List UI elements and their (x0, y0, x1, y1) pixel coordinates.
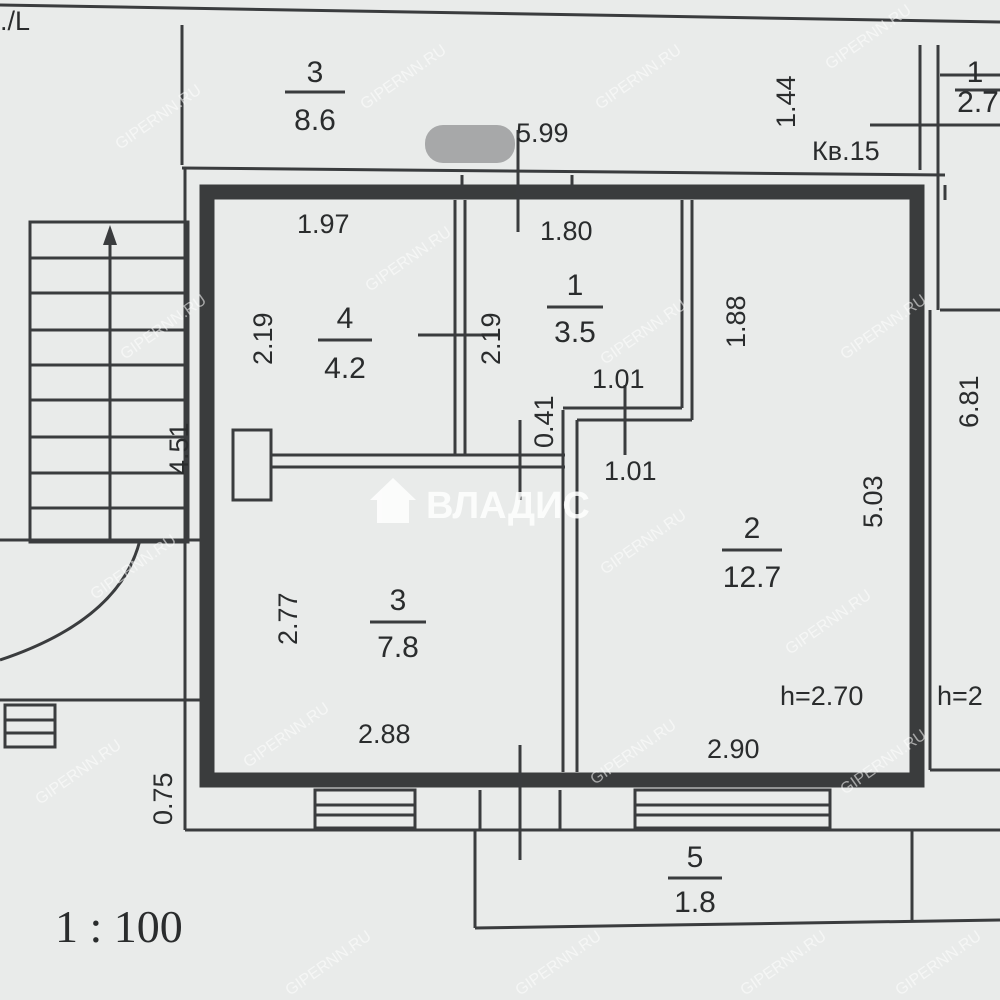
scale-label: 1 : 100 (55, 901, 183, 952)
brand-name: ВЛАДИС (426, 485, 590, 527)
room-number: 2 (744, 512, 761, 545)
ceiling-height-label: h=2.70 (780, 681, 863, 711)
dim-stair-length: 4.51 (164, 422, 194, 475)
dim-corridor: 1.01 (604, 456, 657, 486)
room-number: 4 (337, 302, 354, 335)
dim-room3-height: 2.77 (273, 592, 303, 645)
dim-right-side: 6.81 (954, 375, 984, 428)
dim-room4-width: 1.97 (297, 209, 350, 239)
room-area: 3.5 (554, 316, 596, 349)
room-4: 4 4.2 (318, 302, 372, 385)
apartment-label: Кв.15 (812, 136, 880, 166)
room-area: 12.7 (723, 561, 781, 594)
room-area: 4.2 (324, 352, 366, 385)
neighbor-room: 1 2.7 (955, 56, 1000, 119)
dim-room3-width: 2.88 (358, 719, 411, 749)
neighbor-room-area: 8.6 (294, 104, 336, 137)
windows (313, 788, 832, 830)
house-key-icon (370, 478, 416, 523)
dim-bottom-left: 0.75 (148, 772, 178, 825)
apartment-walls (199, 175, 947, 788)
dimension-lines (418, 130, 627, 860)
stair-arrow-icon (103, 225, 117, 245)
staircase (0, 220, 190, 749)
dim-room2-width: 2.90 (707, 734, 760, 764)
dim-room2-height: 5.03 (858, 475, 888, 528)
balcony (473, 830, 1000, 930)
room-number: 1 (567, 269, 584, 302)
neighbor-room-area: 2.7 (957, 86, 999, 119)
dim-room4-height-left: 2.19 (248, 312, 278, 365)
dim-room1-height: 1.88 (721, 295, 751, 348)
room-number: 5 (687, 841, 704, 874)
dim-top-total: 5.99 (516, 118, 569, 148)
room-3: 3 7.8 (370, 584, 426, 664)
room-number: 3 (390, 584, 407, 617)
dim-top-right: 1.44 (771, 75, 801, 128)
room-1: 1 3.5 (547, 269, 603, 349)
dim-top-left: ./L (0, 6, 30, 36)
dimension-labels: ./L 5.99 1.44 Кв.15 1.97 2.19 2.19 1.80 … (0, 6, 984, 825)
dim-door-gap: 0.41 (529, 395, 559, 448)
room-area: 7.8 (377, 631, 419, 664)
neighbor-room: 3 8.6 (285, 56, 345, 137)
room-5-balcony: 5 1.8 (668, 841, 722, 919)
dim-corridor-top: 1.01 (592, 364, 645, 394)
ceiling-height-neighbor: h=2 (937, 681, 983, 711)
neighbor-room-number: 1 (967, 56, 984, 89)
neighbor-room-number: 3 (307, 56, 324, 89)
room-area: 1.8 (674, 886, 716, 919)
room-2: 2 12.7 (722, 512, 782, 594)
building-outline (0, 3, 1000, 832)
dim-room1-width: 1.80 (540, 216, 593, 246)
blurred-redaction (425, 125, 515, 163)
dim-room4-height-right: 2.19 (476, 312, 506, 365)
brand-logo: ВЛАДИС (370, 478, 590, 527)
